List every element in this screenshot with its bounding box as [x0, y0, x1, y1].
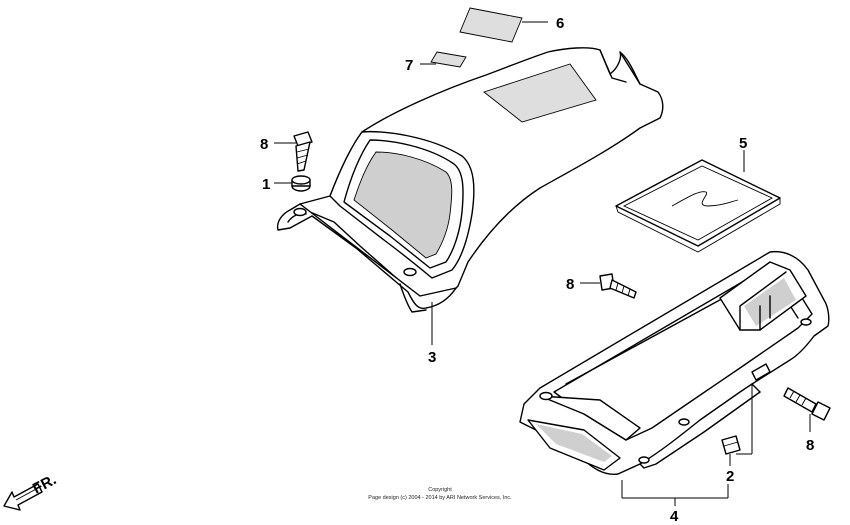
part-1-nut [291, 175, 311, 192]
callout-8-upper: 8 [260, 136, 268, 153]
callout-7: 7 [405, 57, 413, 74]
callout-1: 1 [262, 176, 270, 193]
copyright-notice: Page design (c) 2004 - 2014 by ARI Netwo… [368, 495, 512, 501]
part-7-small-decal [430, 51, 467, 68]
copyright-heading: Copyright [428, 487, 452, 493]
callout-8-middle: 8 [566, 276, 574, 293]
callout-3: 3 [428, 349, 436, 366]
callout-4: 4 [670, 508, 679, 525]
front-direction-arrow: FR. [3, 471, 59, 511]
part-6-decal [459, 7, 523, 43]
callout-2: 2 [726, 468, 734, 485]
part-8-bolt-lower [783, 387, 831, 421]
part-8-bolt-upper [293, 131, 313, 172]
callout-8-lower: 8 [806, 437, 814, 454]
part-3-rear-cowl [276, 47, 664, 313]
part-5-pad [615, 159, 781, 253]
callout-6: 6 [556, 15, 564, 32]
part-4-under-tray [519, 250, 830, 475]
callout-5: 5 [739, 135, 747, 152]
part-2-clip [721, 435, 741, 455]
part-8-bolt-middle [599, 273, 637, 299]
leader-lines [274, 21, 811, 506]
